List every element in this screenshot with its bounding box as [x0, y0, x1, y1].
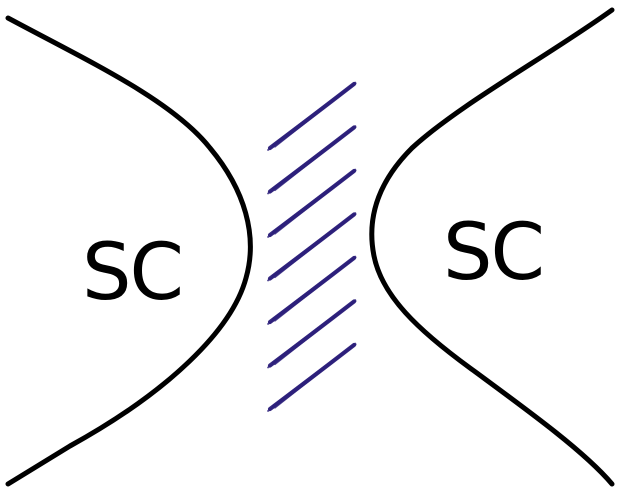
barrier-hatching	[268, 83, 356, 411]
right-superconductor-label: SC	[443, 214, 543, 292]
hatch-stroke	[268, 83, 356, 150]
left-superconductor-label: SC	[82, 234, 182, 312]
hatch-stroke	[268, 213, 356, 280]
hatch-stroke	[268, 344, 356, 411]
hatch-stroke	[268, 300, 356, 367]
hatch-stroke	[268, 126, 356, 193]
hatch-stroke	[268, 257, 356, 324]
hatch-stroke	[268, 170, 356, 237]
